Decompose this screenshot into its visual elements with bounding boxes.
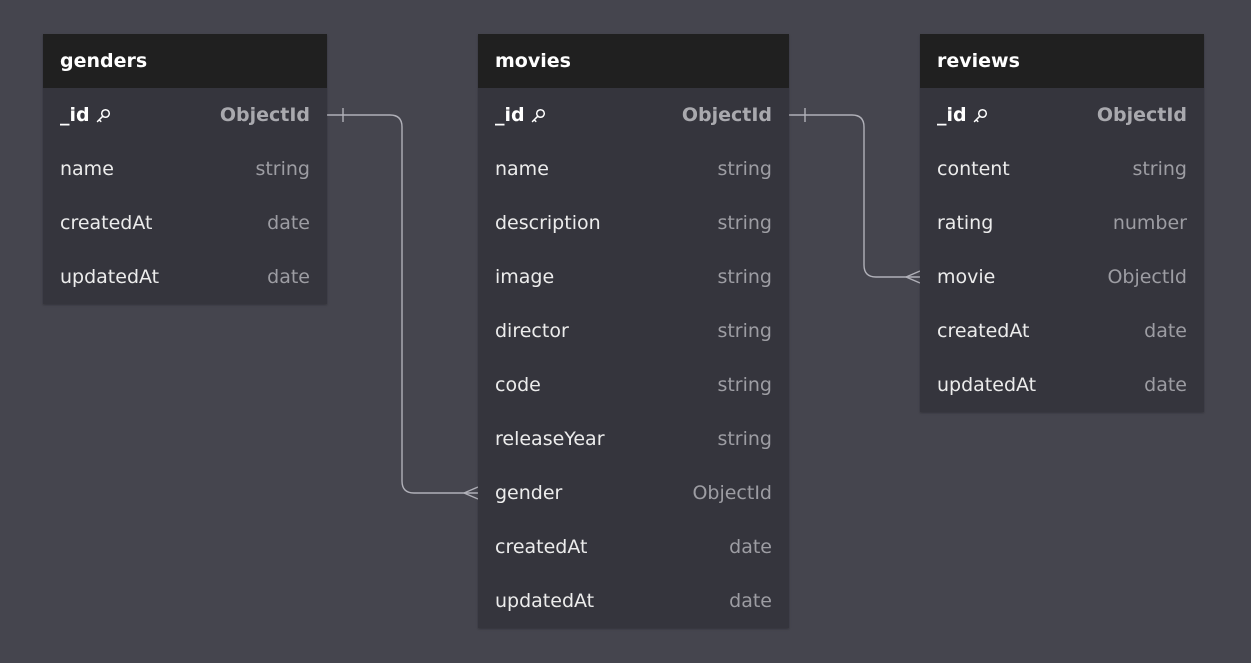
- field-name: updatedAt: [495, 590, 595, 612]
- field-name: createdAt: [937, 320, 1030, 342]
- field-type: string: [717, 158, 772, 180]
- field-type: date: [1144, 374, 1187, 396]
- field-type: ObjectId: [692, 482, 772, 504]
- field-name-wrap: code: [495, 374, 541, 396]
- key-icon: [530, 107, 546, 123]
- field-type: string: [717, 428, 772, 450]
- field-type: ObjectId: [681, 104, 772, 126]
- field-name: rating: [937, 212, 994, 234]
- field-type: string: [1132, 158, 1187, 180]
- field-row-reviews-movie[interactable]: movie ObjectId: [920, 250, 1204, 304]
- field-row-movies-updatedAt[interactable]: updatedAt date: [478, 574, 789, 628]
- field-name-wrap: movie: [937, 266, 995, 288]
- field-name-wrap: name: [60, 158, 114, 180]
- table-header-genders[interactable]: genders: [43, 34, 327, 88]
- field-row-movies-image[interactable]: image string: [478, 250, 789, 304]
- field-row-reviews-createdAt[interactable]: createdAt date: [920, 304, 1204, 358]
- field-type: date: [729, 536, 772, 558]
- field-name: description: [495, 212, 601, 234]
- field-name-wrap: _id: [937, 104, 988, 126]
- field-row-movies-name[interactable]: name string: [478, 142, 789, 196]
- field-type: number: [1112, 212, 1187, 234]
- field-type: date: [267, 266, 310, 288]
- field-name: createdAt: [60, 212, 153, 234]
- field-name: gender: [495, 482, 563, 504]
- field-name-wrap: releaseYear: [495, 428, 605, 450]
- field-name: _id: [495, 104, 525, 126]
- field-name-wrap: updatedAt: [495, 590, 594, 612]
- field-name-wrap: createdAt: [60, 212, 153, 234]
- field-name: code: [495, 374, 541, 396]
- field-name-wrap: rating: [937, 212, 993, 234]
- field-row-movies-createdAt[interactable]: createdAt date: [478, 520, 789, 574]
- field-name-wrap: content: [937, 158, 1010, 180]
- field-row-movies-description[interactable]: description string: [478, 196, 789, 250]
- key-icon: [972, 107, 988, 123]
- field-row-movies-code[interactable]: code string: [478, 358, 789, 412]
- field-name: releaseYear: [495, 428, 605, 450]
- field-name-wrap: description: [495, 212, 601, 234]
- field-type: ObjectId: [219, 104, 310, 126]
- field-row-movies-releaseYear[interactable]: releaseYear string: [478, 412, 789, 466]
- field-type: string: [717, 320, 772, 342]
- field-row-genders-createdAt[interactable]: createdAt date: [43, 196, 327, 250]
- field-type: ObjectId: [1107, 266, 1187, 288]
- field-name: director: [495, 320, 569, 342]
- table-header-reviews[interactable]: reviews: [920, 34, 1204, 88]
- table-genders[interactable]: genders _id ObjectId name string createdAt dat…: [43, 34, 327, 304]
- field-type: date: [729, 590, 772, 612]
- table-header-movies[interactable]: movies: [478, 34, 789, 88]
- field-row-movies-director[interactable]: director string: [478, 304, 789, 358]
- many-end-marker: [905, 270, 921, 284]
- field-name: content: [937, 158, 1010, 180]
- field-row-movies-id[interactable]: _id ObjectId: [478, 88, 789, 142]
- field-row-reviews-id[interactable]: _id ObjectId: [920, 88, 1204, 142]
- field-name-wrap: updatedAt: [937, 374, 1036, 396]
- field-type: string: [255, 158, 310, 180]
- relationship-line-1: [789, 114, 920, 278]
- field-name: name: [495, 158, 549, 180]
- field-name: movie: [937, 266, 996, 288]
- field-name: updatedAt: [60, 266, 160, 288]
- field-name-wrap: updatedAt: [60, 266, 159, 288]
- field-name: image: [495, 266, 555, 288]
- field-type: string: [717, 374, 772, 396]
- field-row-reviews-content[interactable]: content string: [920, 142, 1204, 196]
- field-type: date: [267, 212, 310, 234]
- field-type: string: [717, 212, 772, 234]
- field-row-genders-id[interactable]: _id ObjectId: [43, 88, 327, 142]
- field-type: string: [717, 266, 772, 288]
- field-row-genders-updatedAt[interactable]: updatedAt date: [43, 250, 327, 304]
- field-name: createdAt: [495, 536, 588, 558]
- field-name-wrap: director: [495, 320, 569, 342]
- field-name-wrap: name: [495, 158, 549, 180]
- field-name-wrap: createdAt: [937, 320, 1030, 342]
- field-type: date: [1144, 320, 1187, 342]
- field-row-reviews-rating[interactable]: rating number: [920, 196, 1204, 250]
- relationship-line-0: [327, 114, 478, 494]
- field-name-wrap: image: [495, 266, 554, 288]
- many-end-marker: [463, 486, 479, 500]
- field-row-genders-name[interactable]: name string: [43, 142, 327, 196]
- field-type: ObjectId: [1096, 104, 1187, 126]
- field-name-wrap: _id: [495, 104, 546, 126]
- key-icon: [95, 107, 111, 123]
- field-row-movies-gender[interactable]: gender ObjectId: [478, 466, 789, 520]
- field-name: updatedAt: [937, 374, 1037, 396]
- field-name-wrap: gender: [495, 482, 562, 504]
- field-name: _id: [60, 104, 90, 126]
- field-name: _id: [937, 104, 967, 126]
- field-name-wrap: _id: [60, 104, 111, 126]
- field-row-reviews-updatedAt[interactable]: updatedAt date: [920, 358, 1204, 412]
- field-name-wrap: createdAt: [495, 536, 588, 558]
- field-name: name: [60, 158, 114, 180]
